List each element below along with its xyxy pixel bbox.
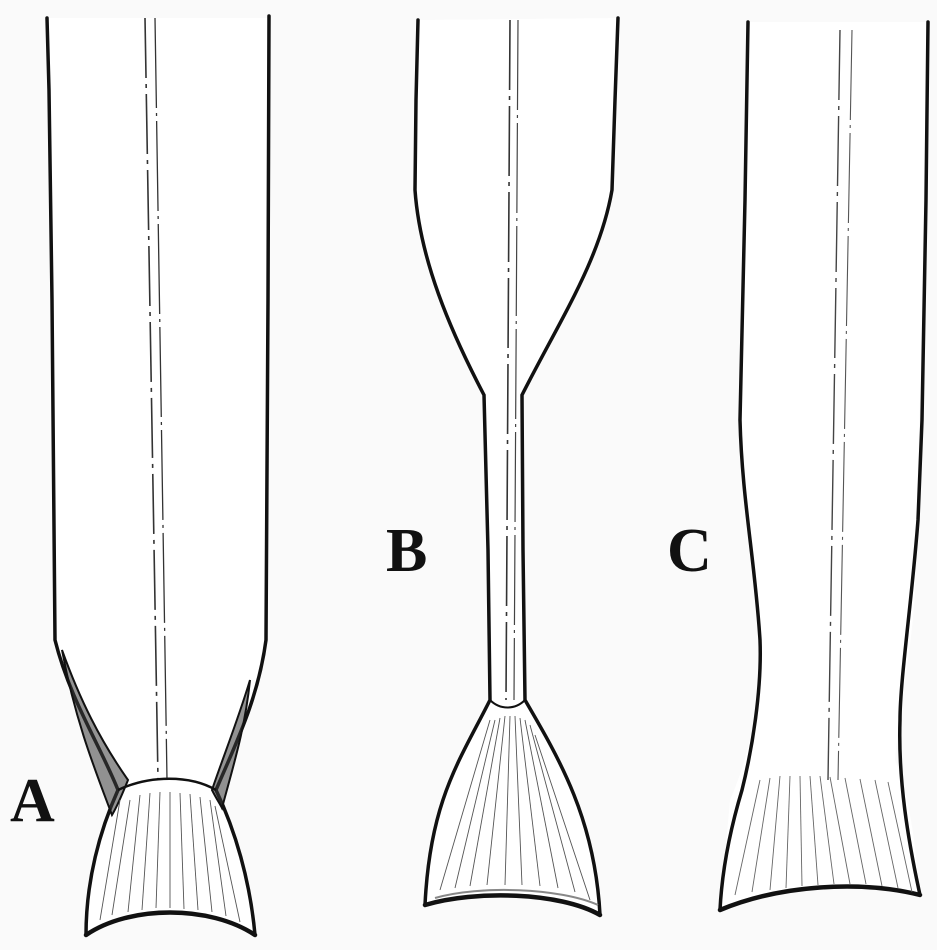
panel-label-c: C bbox=[667, 520, 712, 582]
panel-c-body bbox=[720, 22, 927, 910]
panel-label-a: A bbox=[10, 770, 55, 832]
panel-c-drawing bbox=[720, 22, 928, 910]
panel-label-b: B bbox=[386, 520, 427, 582]
